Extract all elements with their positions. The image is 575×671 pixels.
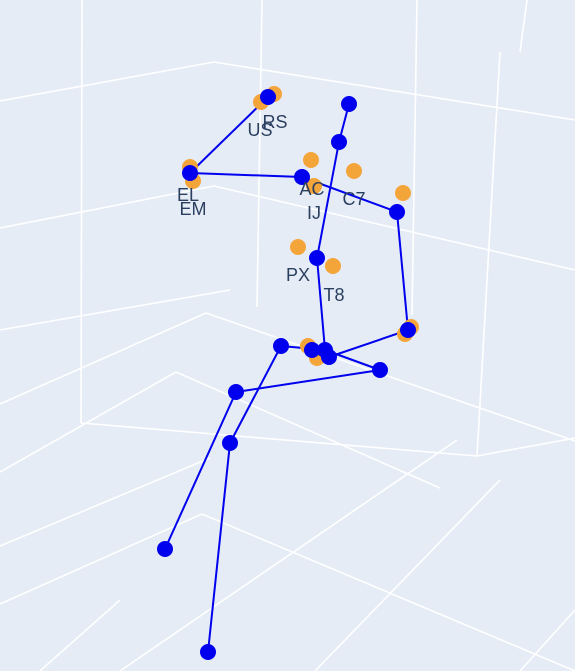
skeleton-bone — [229, 345, 282, 444]
skeleton-bone — [316, 141, 340, 259]
marker-point — [346, 163, 362, 179]
skeleton-joint — [389, 204, 405, 220]
marker-label: RS — [262, 112, 287, 132]
skeleton-joint — [157, 541, 173, 557]
grid-line — [213, 61, 575, 121]
grid-line — [39, 599, 121, 671]
skeleton-bone — [235, 369, 381, 393]
grid-line — [205, 312, 575, 442]
grid-line — [213, 185, 575, 271]
grid-line — [519, 609, 575, 671]
skeleton-joint — [331, 134, 347, 150]
marker-point — [395, 185, 411, 201]
skeleton-joint — [341, 96, 357, 112]
grid-line — [0, 371, 177, 473]
grid-line — [476, 437, 575, 457]
skeleton-joint — [273, 338, 289, 354]
marker-label: US — [247, 120, 272, 140]
marker-label: C7 — [342, 189, 365, 209]
marker-point — [290, 239, 306, 255]
skeleton-bone — [328, 329, 409, 358]
skeleton-bone — [189, 96, 269, 174]
skeleton-bone — [316, 257, 326, 351]
skeleton-bone — [189, 172, 303, 178]
skeleton-joint — [321, 349, 337, 365]
grid-line — [175, 371, 441, 489]
grid-line — [314, 479, 501, 671]
grid-line — [119, 439, 458, 671]
skeleton-bone — [164, 391, 237, 550]
marker-label: EM — [180, 199, 207, 219]
skeleton-bone — [396, 211, 409, 331]
grid-line — [0, 289, 231, 331]
grid-line — [0, 513, 203, 605]
skeleton-joint — [182, 165, 198, 181]
grid-line — [0, 185, 215, 229]
skeleton-joints — [157, 89, 416, 660]
grid-line — [201, 513, 575, 671]
marker-point — [303, 152, 319, 168]
skeleton-bone — [207, 442, 231, 653]
grid-line — [80, 422, 478, 457]
marker-label: T8 — [323, 285, 344, 305]
skeleton-bones — [164, 96, 409, 653]
skeleton-joint — [294, 169, 310, 185]
marker-point — [325, 258, 341, 274]
skeleton-joint — [200, 644, 216, 660]
grid-line — [519, 0, 528, 53]
grid-line — [0, 61, 215, 102]
skeleton-joint — [309, 250, 325, 266]
marker-point — [306, 178, 322, 194]
skeleton-joint — [222, 435, 238, 451]
grid-line — [411, 0, 418, 316]
skeleton-joint — [400, 322, 416, 338]
marker-label: PX — [286, 265, 310, 285]
grid-line — [476, 51, 501, 457]
grid-line — [0, 457, 211, 547]
skeleton-joint — [228, 384, 244, 400]
marker-label: EL — [177, 185, 199, 205]
grid-line — [256, 0, 263, 308]
skeleton-joint — [260, 89, 276, 105]
marker-label: AC — [299, 179, 324, 199]
skeleton-joint — [304, 342, 320, 358]
marker-label: IJ — [307, 203, 321, 223]
skeleton-joint — [372, 362, 388, 378]
grid-line — [0, 312, 207, 405]
